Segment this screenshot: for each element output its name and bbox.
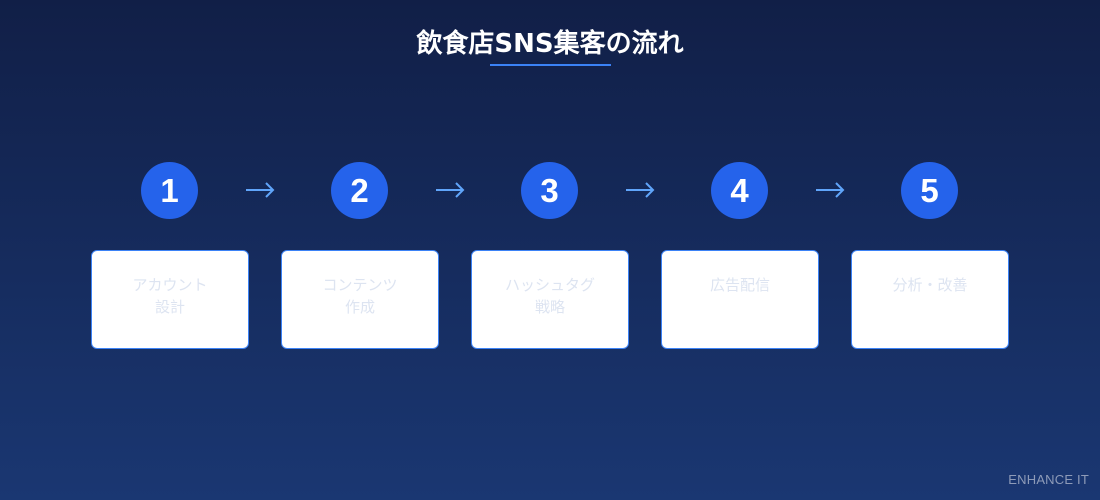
step-card-label: アカウント	[132, 276, 208, 294]
step-card-label: 分析・改善	[892, 276, 968, 294]
step-card-label: ハッシュタグ	[504, 276, 595, 294]
step-badge-2: 2	[331, 162, 388, 219]
right-arrow-icon	[626, 182, 655, 198]
step-card-1: アカウント 設計	[91, 250, 249, 349]
step-card-5: 分析・改善	[851, 250, 1009, 349]
step-card-2: コンテンツ 作成	[281, 250, 439, 349]
title-underline	[490, 64, 611, 66]
right-arrow-icon	[246, 182, 275, 198]
step-card-label: 戦略	[534, 298, 565, 316]
step-card-label: コンテンツ	[322, 276, 398, 294]
step-card-label: 作成	[344, 298, 375, 316]
step-card-label: 設計	[154, 298, 185, 316]
right-arrow-icon	[436, 182, 465, 198]
step-badge-3: 3	[521, 162, 578, 219]
page-title: 飲食店SNS集客の流れ	[416, 29, 684, 59]
step-badge-1: 1	[141, 162, 198, 219]
step-badge-4: 4	[711, 162, 768, 219]
brand-label: ENHANCE IT	[1008, 472, 1089, 487]
step-badge-5: 5	[901, 162, 958, 219]
step-card-label: 広告配信	[709, 276, 770, 294]
right-arrow-icon	[816, 182, 845, 198]
step-card-3: ハッシュタグ 戦略	[471, 250, 629, 349]
step-card-4: 広告配信	[661, 250, 819, 349]
